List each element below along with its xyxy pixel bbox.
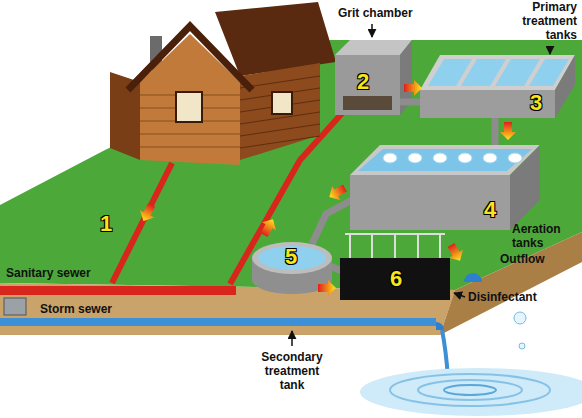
fence-post — [394, 234, 396, 258]
gable-window — [176, 92, 202, 122]
pipe — [400, 99, 422, 106]
bubble — [508, 153, 522, 163]
pipe — [492, 118, 499, 147]
part-label: Outflow — [500, 252, 545, 266]
fence-post — [349, 234, 351, 258]
grit-opening — [343, 96, 392, 110]
log-line — [240, 136, 320, 148]
fence-post — [371, 234, 373, 258]
primary-front — [420, 90, 555, 118]
secondary-rim — [252, 242, 332, 274]
gable-roof — [128, 26, 252, 90]
primary-top — [420, 55, 575, 90]
part-label: Secondary treatment tank — [255, 350, 329, 392]
aeration-water — [358, 149, 532, 171]
house-sewer — [112, 163, 172, 283]
flow-arrow — [444, 241, 467, 265]
flow-arrow — [257, 215, 280, 239]
part-label: Storm sewer — [40, 302, 112, 316]
log-line — [240, 124, 320, 136]
aeration-front — [350, 175, 510, 230]
part-label: Sanitary sewer — [6, 266, 91, 280]
log-line — [140, 147, 240, 148]
callout-number: 3 — [530, 91, 542, 115]
outflow-spout — [464, 273, 482, 282]
secondary-water — [258, 246, 326, 270]
utility-box — [4, 298, 26, 315]
pipe — [312, 200, 352, 244]
fence-post — [417, 234, 419, 258]
bubble — [458, 153, 472, 163]
fence — [345, 234, 445, 258]
primary-side — [555, 55, 575, 118]
storm-pipe — [0, 318, 436, 326]
flow-arrow — [404, 80, 422, 96]
part-label: Disinfectant — [468, 290, 537, 304]
aeration-side — [510, 145, 540, 230]
flow-arrows — [136, 80, 516, 296]
bubble — [383, 153, 397, 163]
callout-number: 4 — [484, 198, 496, 222]
grit-front — [335, 55, 400, 115]
flow-arrow — [318, 280, 336, 296]
leader-line — [549, 46, 551, 54]
gable-wall — [140, 34, 240, 165]
lawn — [0, 40, 582, 290]
part-label: Grit chamber — [338, 6, 413, 20]
bubble — [433, 153, 447, 163]
callout-number: 2 — [357, 70, 369, 94]
ripple — [390, 374, 550, 406]
storm-outflow — [436, 322, 444, 330]
leader-line — [291, 331, 293, 346]
pool — [360, 368, 582, 416]
sanitary-pipe — [0, 286, 236, 295]
bubble — [483, 153, 497, 163]
callout-number: 5 — [285, 245, 297, 269]
leader-line — [371, 24, 373, 37]
droplet — [519, 343, 525, 349]
aeration-top — [350, 145, 540, 175]
ripple — [444, 385, 496, 395]
droplet — [514, 312, 526, 324]
callout-number: 6 — [390, 267, 402, 291]
part-label: Primary treatment tanks — [505, 0, 577, 42]
flow-arrow — [325, 181, 349, 204]
log-line — [140, 134, 240, 135]
house-wall — [240, 63, 320, 160]
bubble — [408, 153, 422, 163]
grit-top — [335, 40, 412, 55]
leader-line — [454, 293, 465, 297]
soil-side — [440, 232, 582, 335]
flow-arrow — [500, 122, 516, 140]
disinfection-basin — [340, 258, 450, 300]
fence-post — [439, 234, 441, 258]
part-label: Aeration tanks — [512, 222, 578, 250]
ripple — [418, 380, 522, 400]
house-window — [272, 92, 292, 114]
callout-number: 1 — [100, 212, 112, 236]
flow-arrow — [136, 201, 158, 224]
aeration-bubbles — [383, 153, 522, 163]
